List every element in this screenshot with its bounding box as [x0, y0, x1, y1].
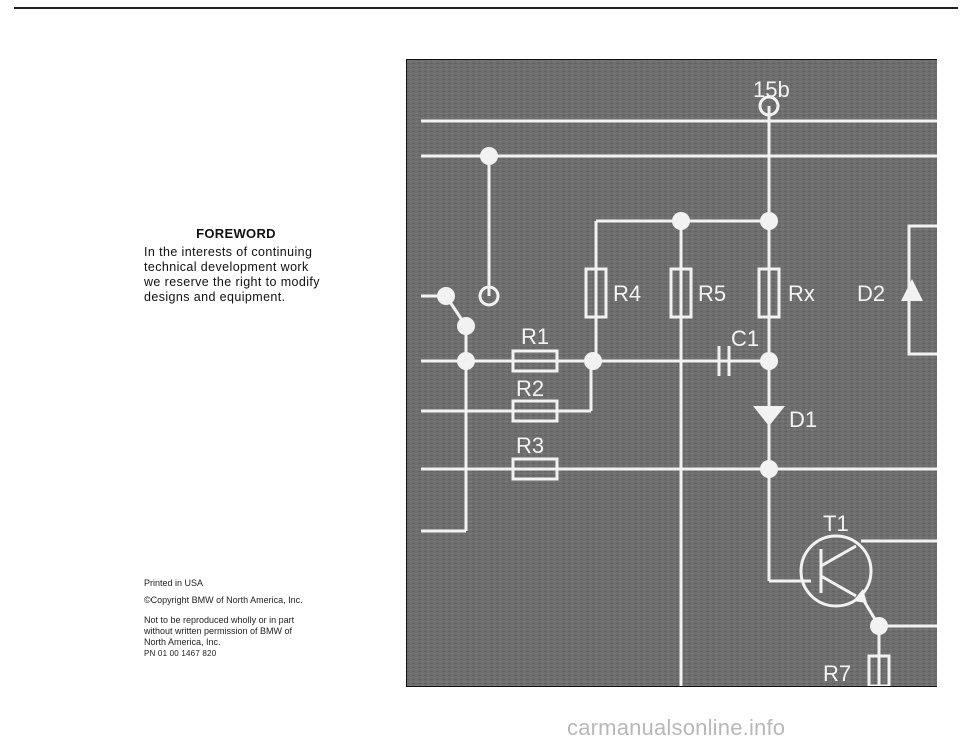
foreword-line: technical development work	[144, 260, 309, 274]
circuit-lines	[421, 95, 937, 686]
circuit-photo: 15b R1 R2 R3 R4 R5 Rx D2 C1 D1 T1 R7	[406, 59, 937, 687]
foreword-line: designs and equipment.	[144, 290, 286, 304]
watermark: carmanualsonline.info	[567, 715, 786, 740]
photo-background	[407, 60, 937, 686]
circuit-nodes	[437, 147, 923, 635]
reproduction-notice-line: without written permission of BMW of	[144, 626, 293, 636]
label-15b: 15b	[753, 77, 790, 102]
foreword-line: we reserve the right to modify	[144, 275, 320, 289]
label-t1: T1	[823, 511, 849, 536]
reproduction-notice-line: Not to be reproduced wholly or in part	[144, 615, 295, 625]
label-d2: D2	[857, 281, 885, 306]
reproduction-notice-line: North America, Inc.	[144, 637, 221, 647]
printed-in: Printed in USA	[144, 578, 204, 588]
foreword-line: In the interests of continuing	[144, 245, 313, 259]
label-r4: R4	[613, 281, 641, 306]
label-r7: R7	[823, 661, 851, 686]
label-r5: R5	[698, 281, 726, 306]
imprint-section: Printed in USA ©Copyright BMW of North A…	[144, 578, 344, 659]
label-d1: D1	[789, 407, 817, 432]
part-number: PN 01 00 1467 820	[144, 649, 217, 658]
label-c1: C1	[731, 326, 759, 351]
foreword-title: FOREWORD	[196, 226, 276, 241]
foreword-section: FOREWORD In the interests of continuing …	[144, 226, 328, 305]
label-r2: R2	[516, 376, 544, 401]
label-r1: R1	[521, 324, 549, 349]
top-rule	[14, 7, 958, 9]
label-r3: R3	[516, 433, 544, 458]
copyright-notice: ©Copyright BMW of North America, Inc.	[144, 595, 303, 605]
label-rx: Rx	[788, 281, 815, 306]
foreword-text: In the interests of continuing technical…	[144, 245, 328, 305]
